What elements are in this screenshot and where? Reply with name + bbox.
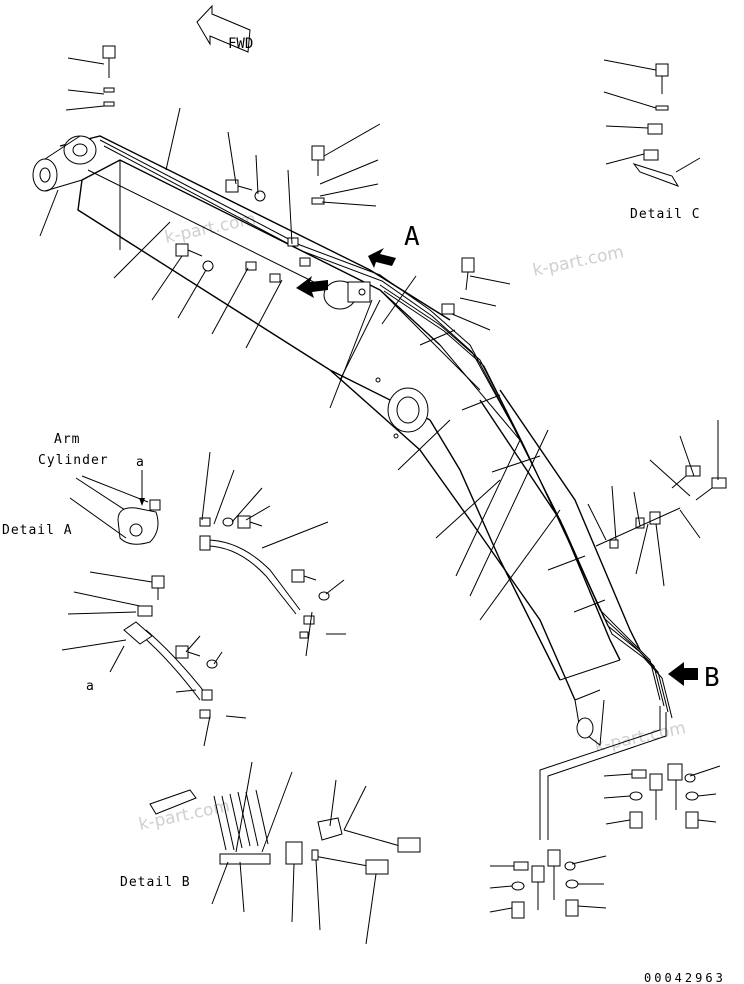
ref-a-top-label: a (136, 455, 145, 470)
fwd-label: FWD (228, 36, 253, 52)
fwd-direction-arrow: FWD (196, 4, 253, 53)
watermark-text: k-part.com (531, 242, 626, 281)
watermark-text: k-part.com (593, 718, 688, 757)
callout-B-arrow: B (668, 662, 720, 693)
detail-B-title: Detail B (120, 875, 191, 890)
boom-body (32, 135, 641, 746)
fittings-right (587, 420, 727, 587)
arm-cylinder-label-line1: Arm (54, 432, 80, 447)
arm-cylinder-fitting (323, 280, 371, 310)
detail-A: Arm Cylinder a Detail A (2, 432, 346, 747)
detail-B: Detail B (120, 761, 421, 945)
fittings-lower-right (489, 763, 721, 919)
callout-A-arrow: A (368, 222, 420, 268)
callout-A-label: A (404, 222, 420, 252)
detail-C: Detail C (603, 59, 701, 222)
hydraulic-tubes (99, 139, 673, 840)
bolt-group-upper (102, 45, 475, 315)
ref-a-bottom-label: a (86, 679, 95, 694)
detail-C-title: Detail C (630, 207, 701, 222)
arm-cylinder-label-line2: Cylinder (38, 453, 109, 468)
callout-B-label: B (704, 663, 720, 693)
part-number: 00042963 (644, 971, 726, 984)
leader-lines-upper (39, 57, 561, 621)
direction-arrow-icon (296, 276, 328, 298)
detail-A-title: Detail A (2, 523, 73, 538)
